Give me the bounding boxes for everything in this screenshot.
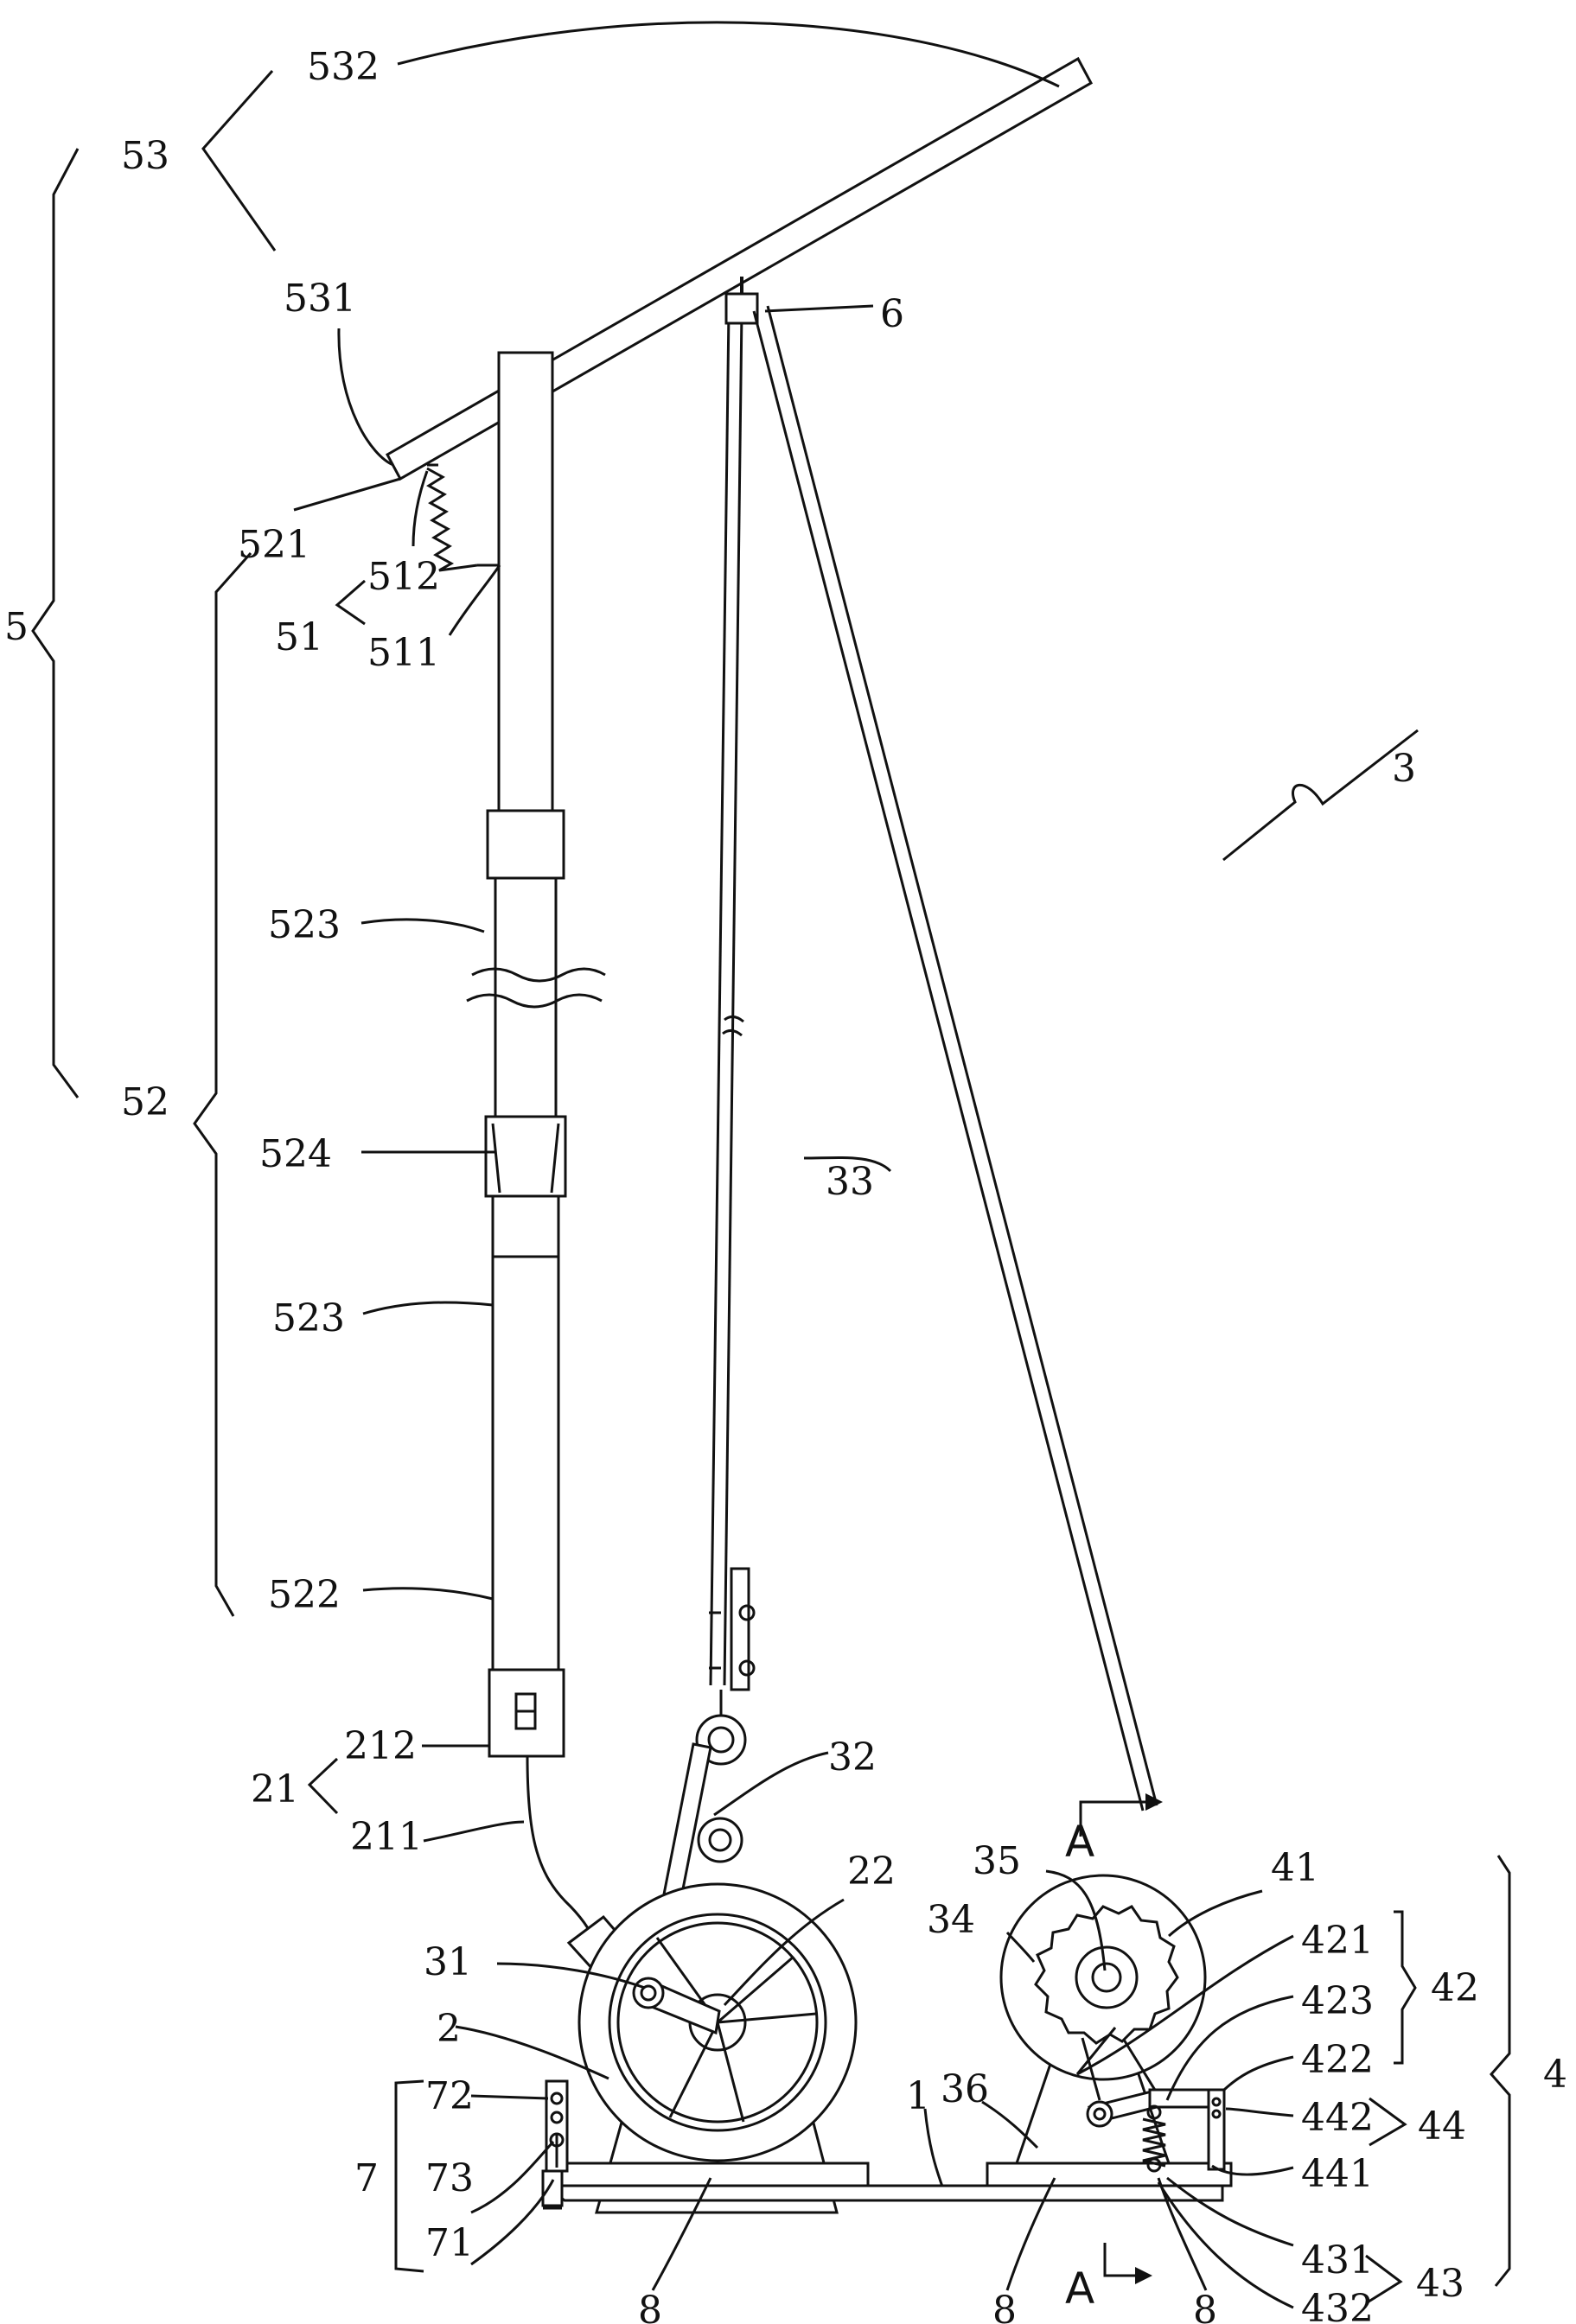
- label-4: 4: [1543, 2053, 1567, 2097]
- label-531: 531: [284, 277, 356, 321]
- label-521: 521: [238, 523, 310, 567]
- label-41: 41: [1271, 1846, 1319, 1890]
- label-73: 73: [425, 2156, 474, 2200]
- label-8-right: 8: [1193, 2289, 1217, 2324]
- label-22: 22: [847, 1850, 896, 1894]
- label-5: 5: [4, 605, 29, 649]
- motor-assembly: [569, 1818, 856, 2213]
- label-422: 422: [1301, 2038, 1374, 2082]
- label-71: 71: [425, 2221, 474, 2265]
- label-52: 52: [121, 1080, 169, 1124]
- label-8-middle: 8: [992, 2289, 1017, 2324]
- label-522: 522: [268, 1573, 341, 1617]
- label-35: 35: [973, 1839, 1021, 1883]
- label-43: 43: [1416, 2262, 1464, 2306]
- label-32: 32: [828, 1735, 877, 1780]
- label-1: 1: [906, 2074, 930, 2118]
- label-31: 31: [424, 1940, 472, 1984]
- label-511: 511: [367, 631, 440, 675]
- power-cable: [527, 1756, 597, 1945]
- label-A-bottom: A: [1065, 2264, 1094, 2314]
- label-431: 431: [1301, 2238, 1374, 2283]
- label-7: 7: [354, 2156, 379, 2200]
- label-423: 423: [1301, 1979, 1374, 2023]
- label-51: 51: [275, 615, 323, 659]
- label-33: 33: [826, 1160, 874, 1204]
- label-72: 72: [425, 2074, 474, 2118]
- label-6: 6: [880, 292, 904, 336]
- stand-bracket: [546, 2081, 567, 2171]
- label-532: 532: [307, 45, 380, 89]
- label-441: 441: [1301, 2152, 1374, 2196]
- label-442: 442: [1301, 2096, 1374, 2140]
- label-2: 2: [437, 2007, 461, 2051]
- label-8-left: 8: [638, 2289, 662, 2324]
- machine-drawing: [387, 59, 1231, 2213]
- label-523-upper: 523: [268, 903, 341, 947]
- label-53: 53: [121, 134, 169, 178]
- label-A-top: A: [1065, 1817, 1094, 1867]
- label-34: 34: [927, 1898, 975, 1942]
- label-42: 42: [1431, 1966, 1479, 2010]
- label-523-lower: 523: [272, 1296, 345, 1340]
- label-432: 432: [1301, 2287, 1374, 2324]
- label-512: 512: [367, 555, 440, 599]
- upright-post: [467, 353, 605, 1756]
- label-421: 421: [1301, 1919, 1374, 1963]
- vertical-rope: [697, 277, 757, 1764]
- base-frame: [543, 2163, 1231, 2208]
- label-524: 524: [259, 1132, 332, 1176]
- label-21: 21: [251, 1767, 299, 1811]
- diagonal-rope: [754, 306, 1157, 1811]
- label-212: 212: [344, 1724, 417, 1768]
- label-44: 44: [1418, 2104, 1466, 2149]
- label-36: 36: [941, 2067, 989, 2111]
- label-3: 3: [1392, 747, 1416, 791]
- label-211: 211: [350, 1815, 423, 1859]
